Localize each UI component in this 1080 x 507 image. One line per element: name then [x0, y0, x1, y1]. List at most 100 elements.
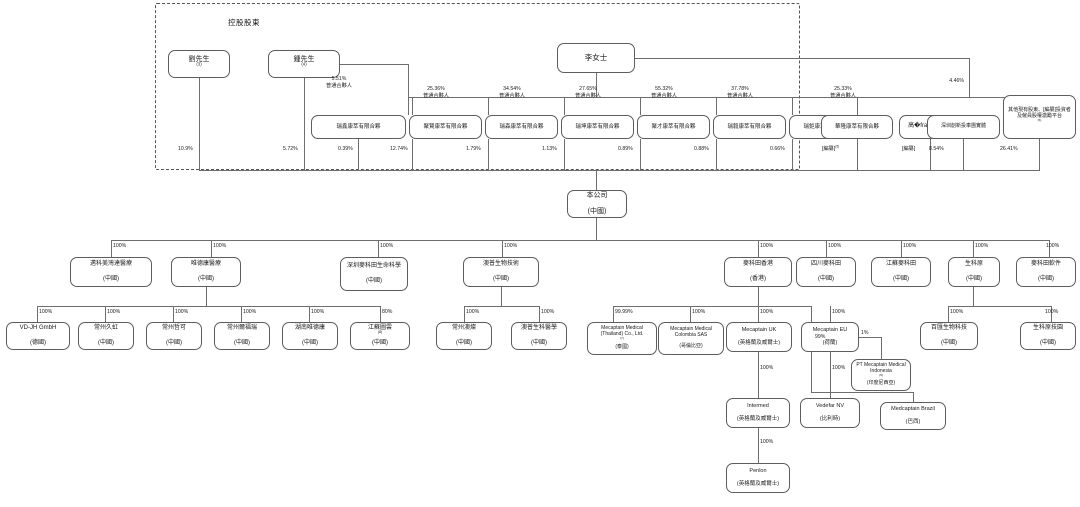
shareholder-box-others[interactable]: 其他現有股東、[編纂]投資者及僱員股權激勵平台(6)	[1003, 95, 1076, 139]
tier2-box-maike[interactable]: 邁科美灣達醫療(中國)	[70, 257, 152, 287]
pct-brazil: 99%	[815, 334, 826, 340]
pct-value: 99.99%	[615, 309, 633, 315]
pct-aopu-child-0: 100%	[466, 309, 480, 315]
gp-pct-ruiju: 37.78%	[731, 86, 749, 92]
edge-wk-child-4	[309, 306, 310, 322]
wk-child-box-jiangsutuyun[interactable]: 江蘇圖雲(8)(中國)	[350, 322, 410, 350]
subsidiary-jurisdiction: (中國)	[818, 275, 834, 282]
subsidiary-name: 生科原技園	[1032, 325, 1063, 332]
hk-child-box-colombia[interactable]: Mecaptain Medical Colombia SAS(哥倫比亞)	[658, 322, 724, 355]
wk-child-box-erfurui[interactable]: 常州爾福瑞(中國)	[214, 322, 270, 350]
gp-role-ruixin: 普通合夥人	[326, 82, 352, 89]
edge-tier2-8	[1049, 240, 1050, 257]
aopu-child-box-medical[interactable]: 澳普生科醫學(中國)	[511, 322, 567, 350]
edge-wk-child-2	[173, 306, 174, 322]
edge-ruiju-bus	[792, 97, 793, 115]
pct-tier2-7: 100%	[975, 243, 989, 249]
deep-box-indonesia[interactable]: PT Mecaptain Medical Indonesia(9)(印度尼西亞)	[851, 359, 911, 391]
deep-box-intermed[interactable]: Intermed(英格蘭及威爾士)	[726, 398, 790, 428]
gp-role-ruiju: 普通合夥人	[727, 92, 753, 99]
company-box[interactable]: 本公司 (中國)	[567, 190, 627, 218]
edge-juxian-bus	[412, 97, 413, 115]
edge-zhong-company	[304, 78, 305, 170]
edge-uk-intermed	[758, 352, 759, 398]
subsidiary-jurisdiction: (英格蘭及威爾士)	[737, 340, 781, 347]
hk-child-box-eu[interactable]: Mecaptain EU(荷蘭)	[801, 322, 859, 352]
pct-wk-child-2: 100%	[175, 309, 189, 315]
pct-value: [編纂]	[822, 146, 836, 152]
shareholder-box-hualong[interactable]: 華隆康萃有限合夥	[821, 115, 893, 139]
gp-pct-ruisen: 25.36%	[427, 86, 445, 92]
subsidiary-jurisdiction: (中國)	[941, 339, 957, 346]
shareholder-name-li: 李女士	[584, 52, 608, 62]
wk-child-box-vdjh[interactable]: VD-JH GmbH(德國)	[6, 322, 70, 350]
partnership-name: 聚才康萃有限合夥	[651, 123, 696, 130]
sky-child-box-park[interactable]: 生科原技園(中國)	[1020, 322, 1076, 350]
gp-label-ruiyi: 55.32% 普通合夥人	[651, 86, 677, 99]
edge-liu-company	[199, 78, 200, 170]
pct-ruixin: 0.39%	[338, 146, 353, 152]
subsidiary-jurisdiction: (比利時)	[819, 416, 841, 423]
tier2-box-jiangsu[interactable]: 江蘇麥科田(中國)	[871, 257, 931, 287]
gp-label-hualong: 25.33% 普通合夥人	[830, 86, 856, 99]
hk-child-box-thailand[interactable]: Mecaptain Medical (Thailand) Co., Ltd.(7…	[587, 322, 657, 355]
partnership-box-ruikun[interactable]: 瑞坤康萃有限合夥	[561, 115, 634, 139]
deep-box-brazil[interactable]: Medcaptain Brazil(巴西)	[880, 402, 946, 430]
deep-box-vedefar[interactable]: Vedefar NV(比利時)	[800, 398, 860, 428]
partnership-box-ruisen[interactable]: 瑞森康萃有限合夥	[485, 115, 558, 139]
pct-ruiju: 0.66%	[770, 146, 785, 152]
partnership-box-ruixin[interactable]: 瑞鑫康萃有限合夥	[311, 115, 406, 139]
deep-box-penlon[interactable]: Penlon(英格蘭及威爾士)	[726, 463, 790, 493]
tier2-box-software[interactable]: 麥科田軟件(中國)	[1016, 257, 1076, 287]
partnership-box-ruiyi[interactable]: 瑞毅康萃有限合夥	[713, 115, 786, 139]
tier2-box-shengkeyuan[interactable]: 生科原(中國)	[948, 257, 1000, 287]
pct-vedefar: 100%	[832, 365, 846, 371]
shareholder-box-liu[interactable]: 劉先生(3)	[168, 50, 230, 78]
subsidiary-jurisdiction: (哥倫比亞)	[679, 343, 703, 350]
shareholder-box-li[interactable]: 李女士	[557, 43, 635, 73]
subsidiary-name: 麥科田香港	[742, 261, 773, 268]
pct-tier2-5: 100%	[828, 243, 842, 249]
subsidiary-jurisdiction: (中國)	[366, 277, 382, 284]
tier2-box-weidekang[interactable]: 唯德康醫療(中國)	[171, 257, 241, 287]
pct-hualong: [編纂](5)	[822, 145, 839, 153]
shareholder-name: 華隆康萃有限合夥	[834, 123, 879, 130]
subsidiary-name: 常州哲可	[161, 325, 186, 332]
gp-pct-ruiyi: 55.32%	[655, 86, 673, 92]
pct-li-direct: 4.46%	[949, 78, 964, 84]
edge-jucai-company	[640, 139, 641, 170]
edge-li-bus-v	[596, 73, 597, 97]
pct-szvc: 8.54%	[929, 146, 944, 152]
partnership-box-juxian[interactable]: 聚賢康萃有限合夥	[409, 115, 482, 139]
wk-child-box-zheke[interactable]: 常州哲可(中國)	[146, 322, 202, 350]
subsidiary-name: Intermed	[747, 403, 769, 410]
tier2-box-sichuan[interactable]: 四川麥科田(中國)	[796, 257, 856, 287]
pct-hk-child-3: 100%	[832, 309, 846, 315]
edge-ruixin-company	[358, 139, 359, 170]
edge-wk-child-1	[105, 306, 106, 322]
hk-child-box-uk[interactable]: Mecaptain UK (英格蘭及威爾士)	[726, 322, 792, 352]
gp-pct-jucai: 27.65%	[579, 86, 597, 92]
edge-zhong-to-ruixin-v	[408, 64, 409, 115]
pct-tier2-1: 100%	[213, 243, 227, 249]
tier2-box-szlifesci[interactable]: 深圳麥科田生命科學(中國)	[340, 257, 408, 291]
tier2-bus	[111, 240, 1049, 241]
partnership-box-jucai[interactable]: 聚才康萃有限合夥	[637, 115, 710, 139]
tier2-box-hk[interactable]: 麥科田香港(香港)	[724, 257, 792, 287]
tier2-box-aopu[interactable]: 澳普生物技術(中國)	[463, 257, 539, 287]
edge-hk-child-0	[613, 306, 614, 322]
edge-shareholders-to-company-bus	[199, 170, 1040, 171]
wk-child-box-hunan[interactable]: 湖南唯德康(中國)	[282, 322, 338, 350]
subsidiary-name: Mecaptain UK	[741, 327, 777, 334]
subsidiary-name: 麥科田軟件	[1030, 261, 1061, 268]
wk-child-box-jiuhong[interactable]: 常州久虹(中國)	[78, 322, 134, 350]
pct-hk-child-1: 100%	[692, 309, 706, 315]
pct-tier2-6: 100%	[903, 243, 917, 249]
shareholder-box-szvc[interactable]: 深圳創新投車團實體	[927, 115, 1000, 139]
controlling-shareholder-title: 控股股東	[228, 18, 260, 27]
aopu-child-box-changzhou[interactable]: 常州澳燦(中國)	[436, 322, 492, 350]
pct-wk-child-3: 100%	[243, 309, 257, 315]
edge-li-right-h	[635, 58, 969, 59]
sky-child-box-baihui[interactable]: 百匯生物科技(中國)	[920, 322, 978, 350]
shareholder-box-zhong[interactable]: 鍾先生(4)	[268, 50, 340, 78]
